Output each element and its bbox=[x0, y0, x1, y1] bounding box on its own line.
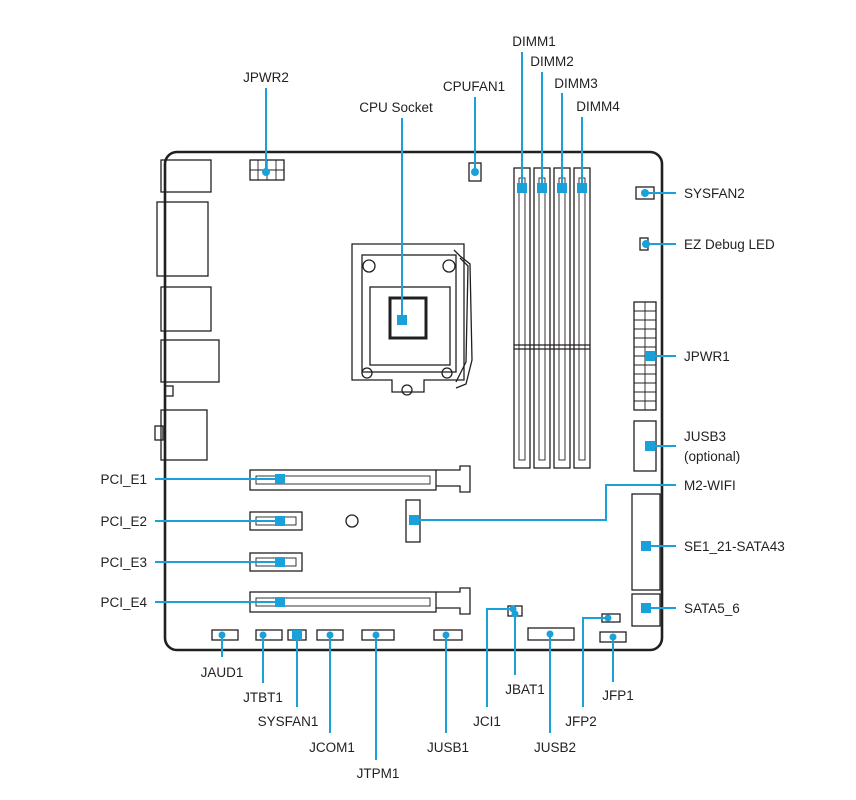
label-dimm3: DIMM3 bbox=[554, 76, 598, 91]
label-dimm2: DIMM2 bbox=[530, 54, 574, 69]
label-m2-wifi: M2-WIFI bbox=[684, 478, 736, 493]
label-jci1: JCI1 bbox=[473, 714, 501, 729]
label-jfp2: JFP2 bbox=[565, 714, 597, 729]
label-cpufan1: CPUFAN1 bbox=[443, 79, 505, 94]
label-sysfan1: SYSFAN1 bbox=[258, 714, 319, 729]
leader-lines bbox=[155, 52, 676, 760]
board-outline bbox=[163, 150, 664, 652]
label-jpwr1: JPWR1 bbox=[684, 349, 730, 364]
label-sata-se1: SE1_21-SATA43 bbox=[684, 539, 785, 554]
label-dimm1: DIMM1 bbox=[512, 34, 556, 49]
label-pci-e1: PCI_E1 bbox=[100, 472, 147, 487]
standoff-hole bbox=[345, 514, 359, 528]
label-ez-debug-led: EZ Debug LED bbox=[684, 237, 775, 252]
label-jusb2: JUSB2 bbox=[534, 740, 576, 755]
label-jtpm1: JTPM1 bbox=[357, 766, 400, 781]
leader-endpoints bbox=[218, 168, 655, 641]
cpu-socket-body bbox=[351, 243, 473, 396]
label-sysfan2: SYSFAN2 bbox=[684, 186, 745, 201]
label-pci-e3: PCI_E3 bbox=[100, 555, 147, 570]
label-cpu-socket: CPU Socket bbox=[359, 100, 433, 115]
label-jaud1: JAUD1 bbox=[201, 665, 244, 680]
label-jcom1: JCOM1 bbox=[309, 740, 355, 755]
label-jusb3: JUSB3 bbox=[684, 429, 726, 444]
label-pci-e4: PCI_E4 bbox=[100, 595, 147, 610]
label-pci-e2: PCI_E2 bbox=[100, 514, 147, 529]
label-jpwr2: JPWR2 bbox=[243, 70, 289, 85]
sata5-6-block bbox=[631, 593, 661, 627]
label-jtbt1: JTBT1 bbox=[243, 690, 283, 705]
label-sata5-6: SATA5_6 bbox=[684, 601, 740, 616]
label-jusb3-optional: (optional) bbox=[684, 449, 740, 464]
label-dimm4: DIMM4 bbox=[576, 99, 620, 114]
label-jbat1: JBAT1 bbox=[505, 682, 545, 697]
label-jusb1: JUSB1 bbox=[427, 740, 469, 755]
label-jfp1: JFP1 bbox=[602, 688, 634, 703]
dimm-slots bbox=[513, 167, 591, 469]
rear-io-panel bbox=[154, 159, 220, 461]
sata-se1-block bbox=[631, 493, 661, 591]
